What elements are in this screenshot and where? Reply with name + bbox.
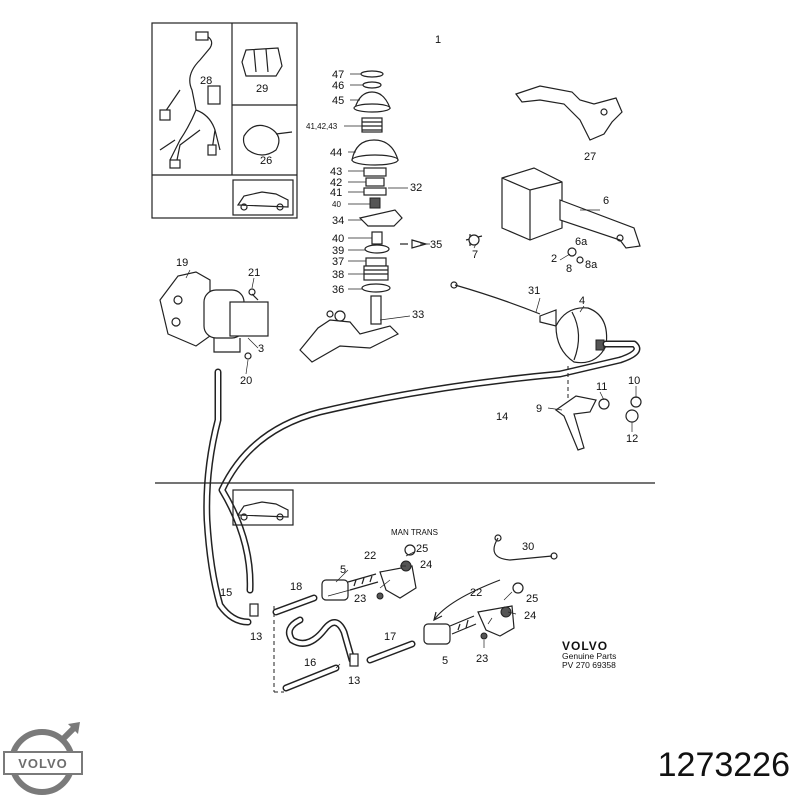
- callout-14: 14: [496, 411, 508, 423]
- callout-15: 15: [220, 587, 232, 599]
- callout-13b: 13: [348, 675, 360, 687]
- callout-3: 3: [258, 343, 264, 355]
- callout-40b: 40: [332, 233, 344, 245]
- callout-29: 29: [256, 83, 268, 95]
- part-number: 1273226: [658, 746, 790, 784]
- callout-47: 47: [332, 69, 344, 81]
- lower-valve-assemblies: [321, 534, 558, 645]
- callout-2: 2: [551, 253, 557, 265]
- callout-44: 44: [330, 147, 342, 159]
- volvo-iron-mark-icon: VOLVO: [3, 722, 83, 795]
- callout-45: 45: [332, 95, 344, 107]
- callout-12: 12: [626, 433, 638, 445]
- callout-11: 11: [596, 381, 607, 393]
- callout-7: 7: [472, 249, 478, 261]
- callout-25b: 25: [526, 593, 538, 605]
- callout-5b: 5: [442, 655, 448, 667]
- callout-33: 33: [412, 309, 424, 321]
- callout-9: 9: [536, 403, 542, 415]
- callout-39: 39: [332, 245, 344, 257]
- callout-36: 36: [332, 284, 344, 296]
- brand-name: VOLVO: [562, 639, 608, 653]
- car-thumbnail-bottom: [232, 489, 294, 526]
- callout-27: 27: [584, 151, 596, 163]
- callout-17: 17: [384, 631, 396, 643]
- callout-32: 32: [410, 182, 422, 194]
- logo-wordmark: VOLVO: [18, 756, 68, 771]
- genuine-parts-block: VOLVO Genuine Parts PV 270 69358: [562, 639, 616, 670]
- vacuum-pump-assembly: [159, 271, 269, 360]
- callout-35: 35: [430, 239, 442, 251]
- vacuum-hoses: [203, 340, 641, 692]
- callout-26: 26: [260, 155, 272, 167]
- callout-8: 8: [566, 263, 572, 275]
- inset-frame: [151, 22, 298, 219]
- mount-bracket-33: [299, 319, 400, 363]
- callout-20: 20: [240, 375, 252, 387]
- callout-22a: 22: [364, 550, 376, 562]
- callout-24a: 24: [420, 559, 432, 571]
- control-module-6: [501, 167, 563, 241]
- callout-46: 46: [332, 80, 344, 92]
- callout-1: 1: [435, 34, 441, 46]
- callout-24b: 24: [524, 610, 536, 622]
- callout-41: 41: [330, 187, 342, 199]
- clip-26: [242, 124, 293, 156]
- callout-18: 18: [290, 581, 302, 593]
- callout-5a: 5: [340, 564, 346, 576]
- upper-right-parts: [465, 85, 641, 264]
- callout-10: 10: [628, 375, 640, 387]
- annotation-man-trans: MAN TRANS: [391, 528, 438, 537]
- inset-panels: [151, 22, 298, 219]
- callout-41-42-43: 41,42,43: [306, 122, 338, 131]
- callout-22b: 22: [470, 587, 482, 599]
- callout-28: 28: [200, 75, 212, 87]
- brand-line-2: PV 270 69358: [562, 660, 616, 670]
- callout-37: 37: [332, 256, 344, 268]
- callout-40a: 40: [332, 200, 341, 209]
- callout-38: 38: [332, 269, 344, 281]
- callout-19: 19: [176, 257, 188, 269]
- callout-30: 30: [522, 541, 534, 553]
- car-thumbnail-top: [232, 179, 294, 216]
- callout-23a: 23: [354, 593, 366, 605]
- callout-43: 43: [330, 166, 342, 178]
- callout-labels: 1 47 46 45 41,42,43 44 43 42 41 40 34 40…: [176, 34, 640, 687]
- callout-23b: 23: [476, 653, 488, 665]
- callout-21: 21: [248, 267, 260, 279]
- callout-4: 4: [579, 295, 585, 307]
- control-stack: [299, 70, 429, 363]
- callout-25a: 25: [416, 543, 428, 555]
- vacuum-actuator: [450, 281, 642, 451]
- bracket-27: [515, 85, 623, 141]
- callout-8a: 8a: [585, 259, 598, 271]
- bracket-29: [241, 47, 283, 77]
- callout-42: 42: [330, 177, 342, 189]
- callout-6: 6: [603, 195, 609, 207]
- leader-lines: [185, 73, 637, 669]
- callout-31: 31: [528, 285, 540, 297]
- callout-34: 34: [332, 215, 344, 227]
- callout-16: 16: [304, 657, 316, 669]
- brand-line-1: Genuine Parts: [562, 651, 616, 661]
- callout-13a: 13: [250, 631, 262, 643]
- callout-6a: 6a: [575, 236, 588, 248]
